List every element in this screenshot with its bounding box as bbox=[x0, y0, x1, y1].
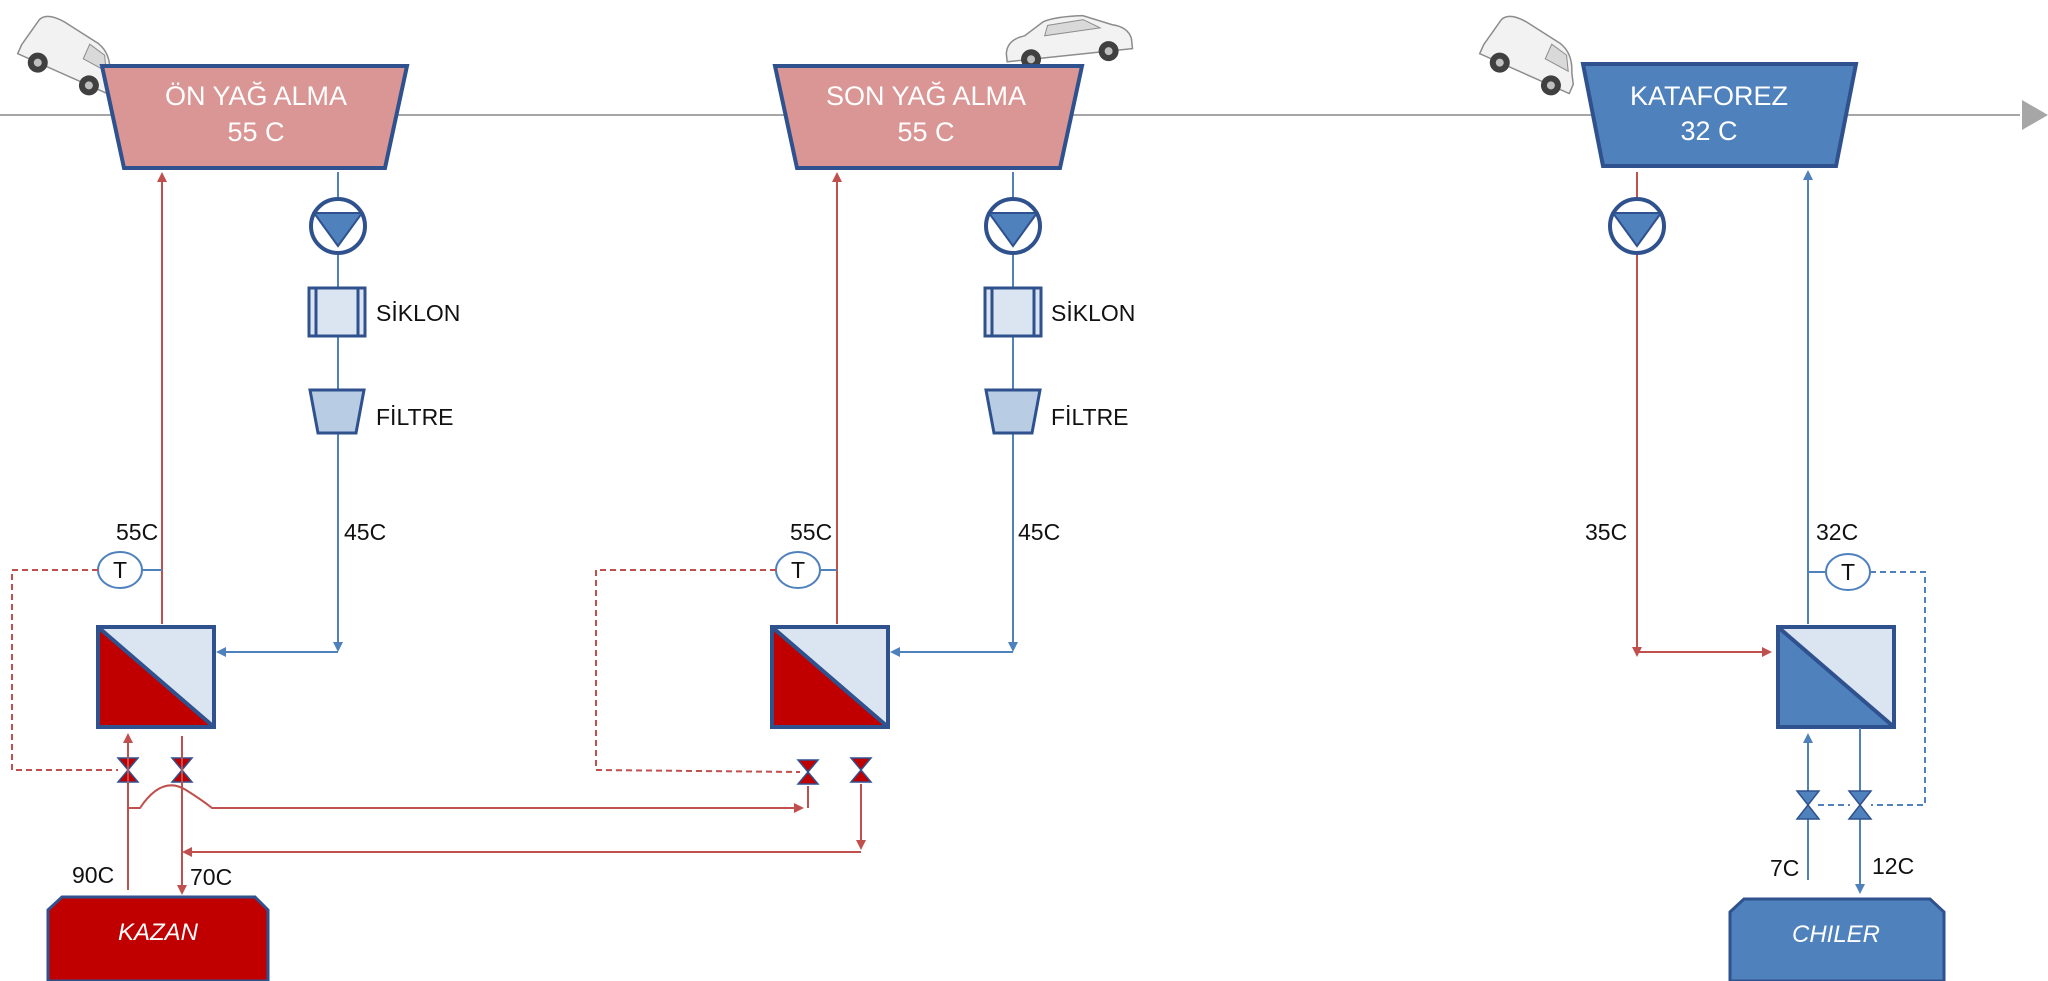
heat-exchanger-icon bbox=[1776, 625, 1896, 729]
chiler-return-temp: 12C bbox=[1872, 853, 1914, 879]
supply-temp-label: 45C bbox=[344, 519, 386, 545]
tank-temperature: 55 C bbox=[227, 117, 284, 147]
cyclone-icon bbox=[307, 286, 367, 338]
pump-icon bbox=[1608, 197, 1666, 255]
tank-on-yag-alma: ÖN YAĞ ALMA 55 C bbox=[99, 64, 410, 170]
inlet-temp-label: 32C bbox=[1816, 519, 1858, 545]
filter-icon bbox=[984, 388, 1042, 435]
valve-icon bbox=[1847, 790, 1873, 820]
return-temp-label: 55C bbox=[790, 519, 832, 545]
heat-exchanger-icon bbox=[96, 625, 216, 729]
boiler-unit: KAZAN bbox=[46, 895, 270, 981]
tank-name: ÖN YAĞ ALMA bbox=[165, 80, 347, 111]
cyclone-label: SİKLON bbox=[376, 300, 460, 326]
pump-icon bbox=[309, 197, 367, 255]
vehicle-car-icon bbox=[1002, 9, 1135, 73]
heat-exchanger-icon bbox=[770, 625, 890, 729]
chiller-unit: CHILER bbox=[1728, 897, 1946, 981]
section-kataforez: 35C 32C T 7C 12C bbox=[1585, 170, 1926, 894]
pump-icon bbox=[984, 197, 1042, 255]
filter-label: FİLTRE bbox=[376, 404, 454, 430]
tank-name: KATAFOREZ bbox=[1630, 81, 1788, 111]
sensor-symbol: T bbox=[113, 557, 127, 583]
tank-name: SON YAĞ ALMA bbox=[826, 80, 1026, 111]
vehicle-van-icon bbox=[1474, 8, 1590, 104]
boiler-piping: 90C 70C bbox=[72, 733, 866, 895]
valve-icon bbox=[1795, 790, 1821, 820]
supply-temp-label: 45C bbox=[1018, 519, 1060, 545]
sensor-symbol: T bbox=[1841, 559, 1855, 585]
section-on-yag-alma: SİKLON FİLTRE 55C 45C T bbox=[11, 172, 460, 783]
sensor-symbol: T bbox=[791, 557, 805, 583]
outlet-temp-label: 35C bbox=[1585, 519, 1627, 545]
boiler-supply-temp: 90C bbox=[72, 862, 114, 888]
tank-temperature: 32 C bbox=[1680, 116, 1737, 146]
filter-label: FİLTRE bbox=[1051, 404, 1129, 430]
filter-icon bbox=[308, 388, 366, 435]
tank-son-yag-alma: SON YAĞ ALMA 55 C bbox=[772, 64, 1085, 170]
tank-temperature: 55 C bbox=[897, 117, 954, 147]
chiler-supply-temp: 7C bbox=[1770, 855, 1799, 881]
cyclone-label: SİKLON bbox=[1051, 300, 1135, 326]
conveyor-arrow bbox=[2022, 100, 2048, 130]
valve-icon bbox=[796, 759, 820, 785]
boiler-label: KAZAN bbox=[118, 919, 199, 946]
valve-icon bbox=[849, 757, 873, 783]
cyclone-icon bbox=[983, 286, 1043, 338]
chiller-label: CHILER bbox=[1792, 921, 1880, 948]
tank-kataforez: KATAFOREZ 32 C bbox=[1580, 62, 1859, 168]
section-son-yag-alma: SİKLON FİLTRE 55C 45C T bbox=[595, 172, 1135, 785]
boiler-return-temp: 70C bbox=[190, 864, 232, 890]
return-temp-label: 55C bbox=[116, 519, 158, 545]
